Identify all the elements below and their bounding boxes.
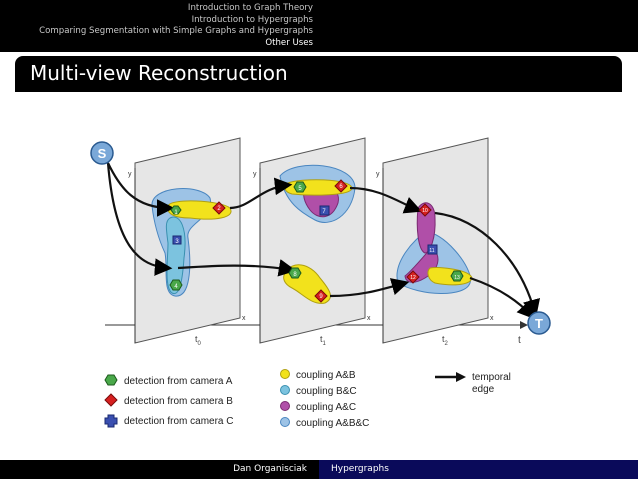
section-list: Introduction to Graph Theory Introductio… <box>0 3 319 49</box>
legend-temporal-edge: temporal <box>472 372 511 383</box>
axis-x-label: x <box>367 315 371 322</box>
temporal-edge <box>177 259 297 277</box>
node-11: 11 <box>427 244 438 255</box>
temporal-edge <box>107 162 175 217</box>
temporal-edge <box>469 276 535 320</box>
axis-x-label: x <box>490 315 494 322</box>
slide-title: Multi-view Reconstruction <box>30 61 288 85</box>
svg-text:3: 3 <box>175 239 179 245</box>
source-label: S <box>98 146 107 161</box>
svg-text:8: 8 <box>293 272 297 278</box>
nav-section-hypergraphs[interactable]: Introduction to Hypergraphs <box>191 14 313 25</box>
circle-icon <box>280 417 290 427</box>
temporal-edge <box>349 186 423 214</box>
node-9: 9 <box>314 289 328 303</box>
node-1: 1 <box>170 205 182 216</box>
footer-author: Dan Organisciak <box>233 464 307 474</box>
axis-y-label: y <box>128 171 132 178</box>
frame-label-t0: t0 <box>195 334 202 347</box>
temporal-edge <box>106 162 173 276</box>
node-4: 4 <box>169 279 183 291</box>
time-axis-label: t <box>518 335 521 346</box>
legend-camera-b: detection from camera B <box>124 396 233 407</box>
axis-y-label: y <box>376 171 380 178</box>
arrow-head-icon <box>456 372 466 382</box>
svg-text:2: 2 <box>217 206 221 212</box>
node-3: 3 <box>172 235 182 245</box>
nav-section-graph-theory[interactable]: Introduction to Graph Theory <box>187 3 313 13</box>
svg-text:11: 11 <box>429 248 434 254</box>
nav-section-other-uses[interactable]: Other Uses <box>265 37 313 48</box>
sink-node <box>527 311 551 335</box>
svg-text:7: 7 <box>322 209 326 215</box>
node-13: 13 <box>450 270 464 282</box>
sink-label: T <box>535 316 543 331</box>
coupling-ac-region <box>416 202 436 254</box>
temporal-edge <box>229 177 293 210</box>
source-node <box>90 141 114 165</box>
circle-icon <box>280 385 290 395</box>
node-5: 5 <box>293 181 307 193</box>
legend-coupling-bc: coupling B&C <box>296 386 357 397</box>
section-navigation-bar: Introduction to Graph Theory Introductio… <box>0 0 638 52</box>
svg-text:6: 6 <box>339 184 343 190</box>
footer-bar: Dan Organisciak Hypergraphs <box>0 460 638 479</box>
circle-icon <box>280 369 290 379</box>
nav-section-comparing-segmentation[interactable]: Comparing Segmentation with Simple Graph… <box>39 26 313 36</box>
node-6: 6 <box>334 179 348 193</box>
frame-label-t2: t2 <box>442 334 449 347</box>
temporal-edge <box>329 278 410 298</box>
node-12: 12 <box>406 270 420 284</box>
circle-icon <box>280 401 290 411</box>
svg-text:1: 1 <box>174 210 178 216</box>
time-axis-arrow <box>520 321 528 329</box>
diamond-icon <box>104 393 118 407</box>
svg-text:9: 9 <box>319 294 323 300</box>
multi-view-figure: t y x t0 y x t1 y x t2 <box>80 128 560 436</box>
figure-svg: t y x t0 y x t1 y x t2 <box>90 137 551 429</box>
slide-title-bar: Multi-view Reconstruction <box>15 56 622 92</box>
legend-coupling-abc: coupling A&B&C <box>296 418 369 429</box>
cross-icon <box>104 414 118 428</box>
legend-coupling-ab: coupling A&B <box>296 370 356 381</box>
svg-text:5: 5 <box>298 186 302 192</box>
node-2: 2 <box>212 201 226 215</box>
hexagon-icon <box>104 374 118 386</box>
axis-x-label: x <box>242 315 246 322</box>
svg-text:13: 13 <box>454 275 460 281</box>
node-10: 10 <box>418 203 432 217</box>
temporal-edge <box>434 211 541 318</box>
axis-y-label: y <box>253 171 257 178</box>
footer-title: Hypergraphs <box>319 460 638 479</box>
node-7: 7 <box>319 205 330 216</box>
svg-text:10: 10 <box>422 208 428 214</box>
legend-camera-a: detection from camera A <box>124 376 233 387</box>
svg-text:12: 12 <box>410 275 416 281</box>
frame-label-t1: t1 <box>320 334 327 347</box>
legend-coupling-ac: coupling A&C <box>296 402 356 413</box>
legend-camera-c: detection from camera C <box>124 416 234 427</box>
svg-text:4: 4 <box>174 284 178 290</box>
node-8: 8 <box>288 267 302 279</box>
legend: detection from camera A detection from c… <box>104 369 511 429</box>
legend-temporal-edge-2: edge <box>472 384 495 395</box>
